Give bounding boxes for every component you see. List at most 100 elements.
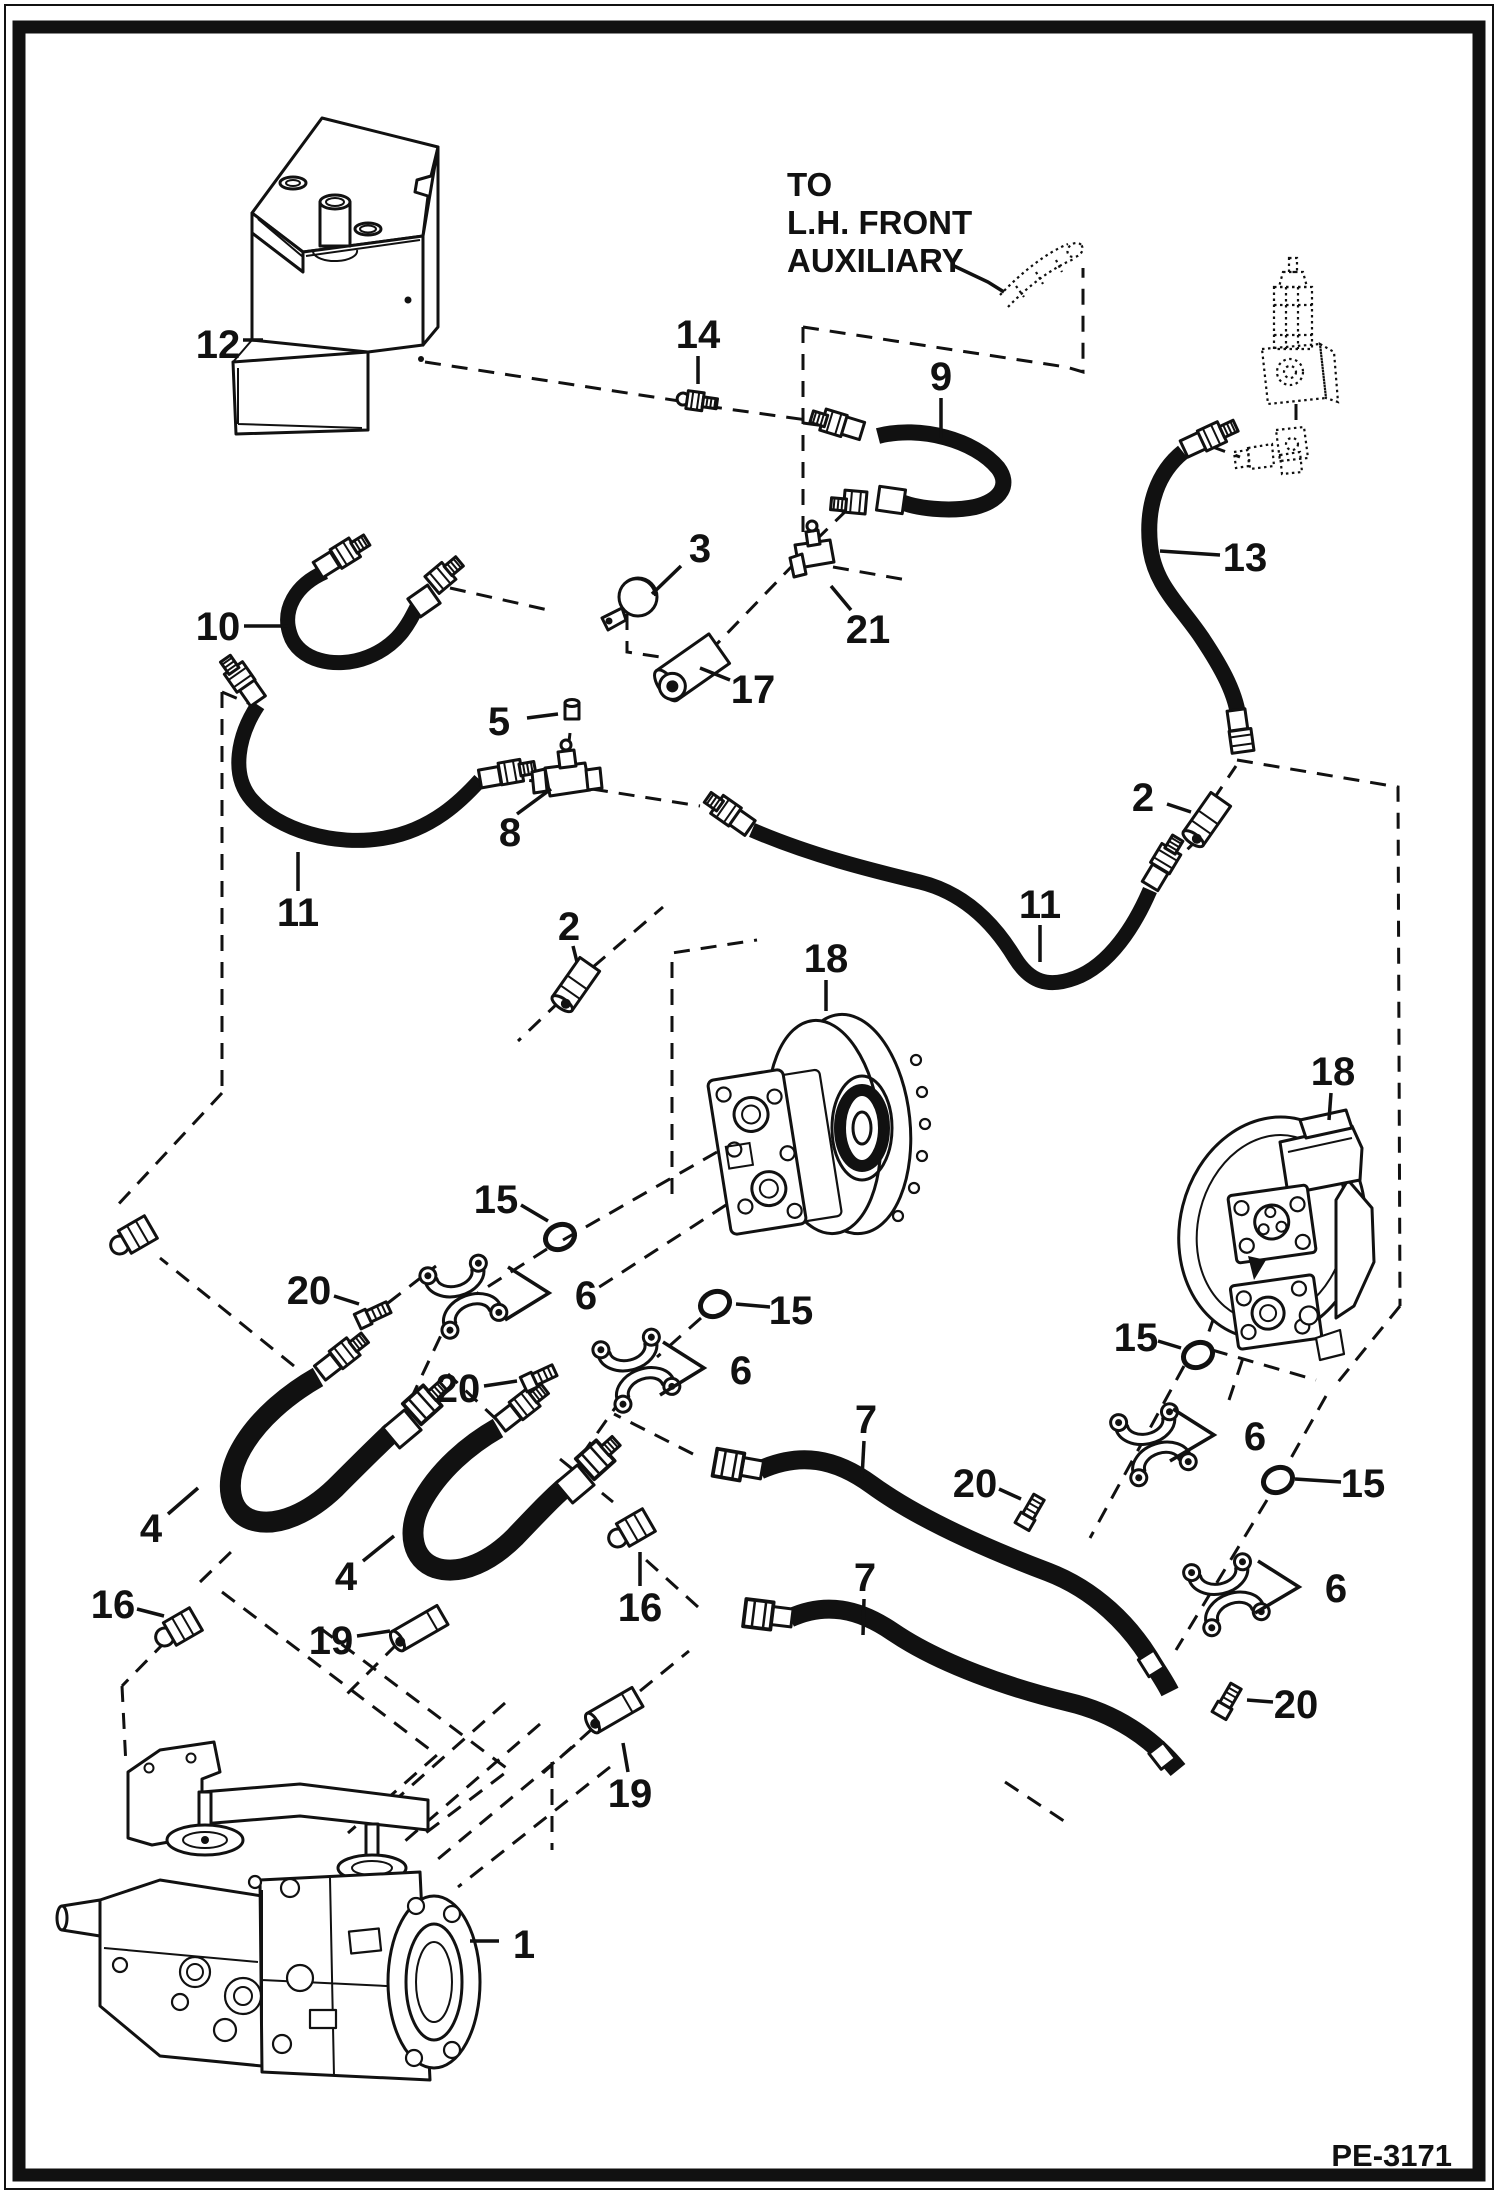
callout-21-5: 21 [846, 608, 891, 652]
fitting-19-left [386, 1603, 450, 1655]
callout-5-8: 5 [488, 700, 510, 744]
callout-20-35: 20 [1274, 1683, 1319, 1727]
fitting-16-center [601, 1507, 657, 1556]
callout-3-4-leader [650, 564, 683, 596]
callout-7-25-leader [860, 1440, 866, 1479]
callout-3-4: 3 [689, 527, 711, 571]
callout-19-30-leader [356, 1629, 391, 1638]
callout-6-18: 6 [575, 1274, 597, 1318]
callout-15-16-leader [520, 1203, 549, 1223]
fitting-19-center [581, 1685, 645, 1737]
callout-20-33: 20 [953, 1462, 998, 1506]
callout-4-27-leader [166, 1486, 200, 1516]
callout-20-20-leader [483, 1379, 518, 1388]
callout-2-13: 2 [1132, 776, 1154, 820]
callout-4-28-leader [361, 1534, 396, 1563]
callout-13-3-leader [1159, 549, 1221, 557]
callout-20-17: 20 [287, 1269, 332, 1313]
callout-17-6: 17 [731, 668, 776, 712]
callout-19-34: 19 [608, 1772, 653, 1816]
callout-6-23: 6 [1244, 1415, 1266, 1459]
note-line-2: AUXILIARY [787, 242, 964, 279]
inner-border [12, 20, 1486, 2182]
callout-16-29-leader [136, 1607, 165, 1618]
hose-4-right [402, 1382, 622, 1581]
callout-12-0: 12 [196, 323, 241, 367]
note-line-1: L.H. FRONT [787, 204, 972, 241]
callout-10-7: 10 [196, 605, 241, 649]
callout-21-5-leader [829, 584, 853, 612]
clamp-pair-6-a [416, 1251, 511, 1342]
callout-20-33-leader [998, 1487, 1022, 1501]
oring-15-d [1259, 1463, 1296, 1497]
ghost-auxiliary-hose [999, 241, 1084, 308]
oring-15-b [696, 1287, 733, 1321]
hose-9 [808, 407, 1012, 518]
callout-7-32-leader [861, 1598, 866, 1636]
callout-5-8-leader [526, 712, 559, 720]
callout-6-23-leader [1169, 1407, 1218, 1463]
callout-9-2: 9 [930, 355, 952, 399]
callout-15-19: 15 [769, 1289, 814, 1333]
hose-10 [280, 533, 465, 671]
hose-4-left [219, 1331, 449, 1533]
fitting-14 [675, 389, 720, 413]
callout-15-24-leader [1294, 1477, 1342, 1484]
callout-17-6-leader [699, 666, 731, 682]
callout-15-22-leader [1157, 1339, 1182, 1350]
bolt-20-b [518, 1361, 560, 1394]
callout-7-32: 7 [854, 1556, 876, 1600]
hose-13 [1141, 418, 1256, 755]
callout-14-1: 14 [676, 313, 721, 357]
callout-4-27: 4 [140, 1507, 163, 1551]
clamp-pair-6-b [589, 1325, 684, 1416]
callout-20-35-leader [1246, 1698, 1274, 1704]
callout-6-21-leader [659, 1340, 708, 1397]
callout-15-22: 15 [1114, 1316, 1159, 1360]
callout-18-15-leader [1327, 1092, 1333, 1121]
callout-6-18-leader [504, 1265, 553, 1322]
bushing-17 [653, 632, 732, 703]
tank-cap [278, 175, 308, 191]
clamp-3 [600, 576, 659, 632]
callout-7-25: 7 [855, 1398, 877, 1442]
hose-7-upper [710, 1446, 1179, 1697]
note-line-0: TO [787, 166, 832, 203]
tee-8 [530, 738, 604, 798]
bolt-20-a [352, 1298, 394, 1331]
note-leader [951, 263, 1005, 294]
callout-2-13-leader [1166, 802, 1192, 814]
callout-15-16: 15 [474, 1178, 519, 1222]
callout-11-12: 11 [1019, 883, 1061, 927]
callout-19-34-leader [621, 1742, 630, 1773]
tee-21 [788, 519, 836, 579]
drive-motor-right [1177, 1108, 1376, 1362]
callout-8-9: 8 [499, 811, 521, 855]
callout-6-21: 6 [730, 1349, 752, 1393]
callout-20-20: 20 [436, 1367, 481, 1411]
hose-7-lower [741, 1597, 1186, 1777]
callout-16-29: 16 [91, 1583, 136, 1627]
callout-16-31: 16 [618, 1586, 663, 1630]
callout-18-15: 18 [1311, 1050, 1356, 1094]
callout-13-3: 13 [1223, 536, 1268, 580]
callout-20-17-leader [333, 1294, 360, 1306]
hose-11-right [702, 790, 1185, 991]
coupler-2-right [1179, 790, 1233, 852]
callout-6-26: 6 [1325, 1567, 1347, 1611]
callout-15-24: 15 [1341, 1462, 1386, 1506]
callout-6-26-leader [1254, 1559, 1303, 1615]
outer-border [4, 4, 1494, 2190]
callout-11-11: 11 [277, 891, 319, 935]
callout-2-10: 2 [558, 905, 580, 949]
callout-2-10-leader [571, 945, 579, 963]
clamp-pair-6-c [1107, 1400, 1200, 1490]
callout-1-36: 1 [513, 1923, 535, 1967]
relief-valve [1232, 256, 1340, 476]
coupler-2-left [548, 955, 602, 1017]
callout-4-28: 4 [335, 1555, 358, 1599]
callout-8-9-leader [515, 787, 553, 816]
